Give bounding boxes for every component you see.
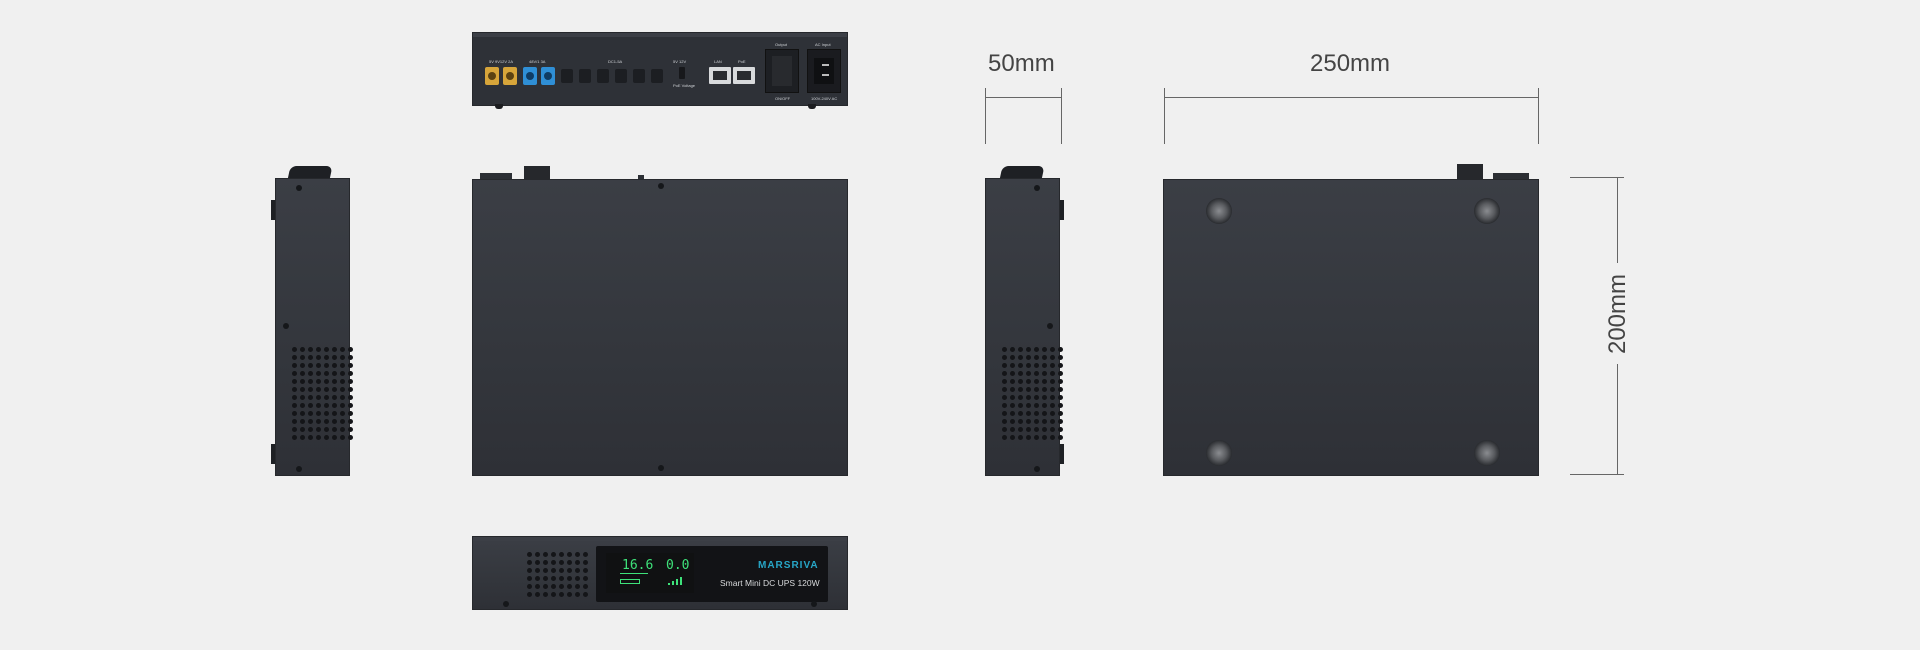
dimension-height-tick-top <box>1570 177 1624 178</box>
rear-label-poe-voltage: PoE Voltage <box>673 83 696 88</box>
dc-port-black-6[interactable] <box>651 69 663 83</box>
front-panel-view: 16.6 0.0 MARSRIVA Smart Mini DC UPS 120W <box>472 536 848 610</box>
lcd-right-value: 0.0 <box>666 558 690 573</box>
side-view-right <box>985 164 1064 476</box>
dimension-height-tick-bottom <box>1570 474 1624 475</box>
rear-label-48v: 48V/1 3A <box>529 59 546 64</box>
dimension-width-label: 250mm <box>1310 50 1391 77</box>
dc-port-black-2[interactable] <box>579 69 591 83</box>
rear-label-lan: LAN <box>714 59 722 64</box>
side-vent-grille-left <box>292 347 353 440</box>
front-vent-grille <box>527 552 588 597</box>
rubber-foot-4 <box>1474 440 1500 466</box>
dc-port-blue-1[interactable] <box>523 67 537 85</box>
rear-label-poe: PoE <box>738 59 746 64</box>
power-switch[interactable] <box>765 49 799 93</box>
bottom-view <box>1163 164 1539 476</box>
top-panel <box>472 179 848 476</box>
front-display-window: 16.6 0.0 MARSRIVA Smart Mini DC UPS 120W <box>596 546 828 602</box>
lcd-signal-bars-icon <box>668 577 686 585</box>
side-vent-grille-right <box>1002 347 1063 440</box>
lcd-battery-icon <box>620 579 640 584</box>
rear-label-output: Output <box>775 42 788 47</box>
dc-port-yellow-1[interactable] <box>485 67 499 85</box>
lcd-left-value: 16.6 <box>622 558 654 573</box>
rear-label-ac-input: AC Input <box>815 42 831 47</box>
dc-port-blue-2[interactable] <box>541 67 555 85</box>
dc-port-black-5[interactable] <box>633 69 645 83</box>
dc-port-black-3[interactable] <box>597 69 609 83</box>
poe-port[interactable] <box>733 67 755 84</box>
side-panel-left <box>275 178 353 476</box>
bottom-panel <box>1163 179 1539 476</box>
lan-port[interactable] <box>709 67 731 84</box>
rear-label-on-off: ON/OFF <box>775 96 791 101</box>
rear-panel-top-edge <box>473 33 847 37</box>
dimension-height-label: 200mm <box>1604 273 1631 355</box>
dimension-depth-line <box>985 97 1061 98</box>
brand-logo: MARSRIVA <box>758 560 819 571</box>
lcd-screen: 16.6 0.0 <box>606 553 694 593</box>
ac-input-socket[interactable] <box>807 49 841 93</box>
side-panel-right <box>985 178 1063 476</box>
dimension-depth-label: 50mm <box>988 50 1055 77</box>
rear-label-ac-range: 100V-240V AC <box>811 96 838 101</box>
dc-port-yellow-2[interactable] <box>503 67 517 85</box>
dc-port-black-1[interactable] <box>561 69 573 83</box>
rear-foot-right <box>808 104 816 109</box>
rear-foot-left <box>495 104 503 109</box>
rubber-foot-1 <box>1206 198 1232 224</box>
dimension-width-line <box>1164 97 1538 98</box>
rear-label-dc-out: DC1-5A <box>608 59 623 64</box>
model-name: Smart Mini DC UPS 120W <box>720 578 820 588</box>
top-view <box>472 164 848 476</box>
side-view-left <box>271 164 353 476</box>
dimension-height-line-lower <box>1617 364 1618 474</box>
rear-panel-view: 5V 9V12V 2A 48V/1 3A DC1-5A 5V 12V PoE V… <box>472 32 848 106</box>
rear-label-poe-select: 5V 12V <box>673 59 687 64</box>
rubber-foot-2 <box>1474 198 1500 224</box>
dimension-height-line-upper <box>1617 177 1618 263</box>
rear-label-5v-12v: 5V 9V12V 2A <box>489 59 514 64</box>
dc-port-black-4[interactable] <box>615 69 627 83</box>
poe-voltage-switch[interactable] <box>679 67 685 79</box>
rubber-foot-3 <box>1206 440 1232 466</box>
